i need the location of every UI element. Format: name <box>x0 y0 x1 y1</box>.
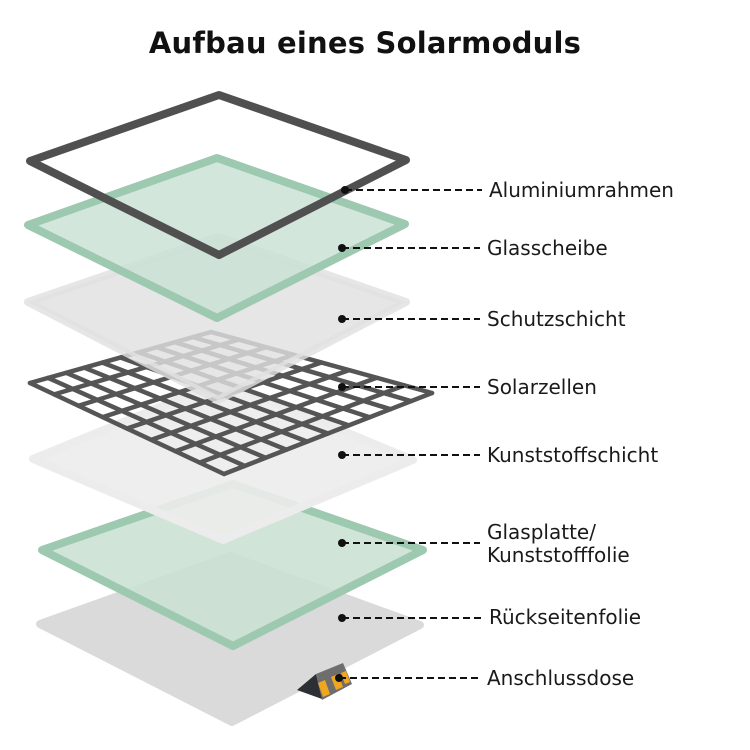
label-glasplatte: Glasplatte/ Kunststofffolie <box>487 521 630 567</box>
label-glasscheibe: Glasscheibe <box>487 236 608 260</box>
label-solarzellen: Solarzellen <box>487 375 597 399</box>
label-kunststoffschicht: Kunststoffschicht <box>487 443 659 467</box>
leader-lines <box>335 186 482 682</box>
plastic-layer <box>29 377 417 544</box>
label-glasplatte-line1: Glasplatte/ <box>487 520 596 544</box>
label-anschlussdose: Anschlussdose <box>487 666 635 690</box>
diagram-title: Aufbau eines Solarmoduls <box>148 26 582 60</box>
label-aluminiumrahmen: Aluminiumrahmen <box>489 178 674 202</box>
label-glasplatte-line2: Kunststofffolie <box>487 543 630 567</box>
junction-box-icon <box>297 663 352 700</box>
glass-pane-layer <box>24 154 409 322</box>
label-rueckseitenfolie: Rückseitenfolie <box>489 605 642 629</box>
label-schutzschicht: Schutzschicht <box>487 307 626 331</box>
aluminium-frame <box>26 91 410 259</box>
